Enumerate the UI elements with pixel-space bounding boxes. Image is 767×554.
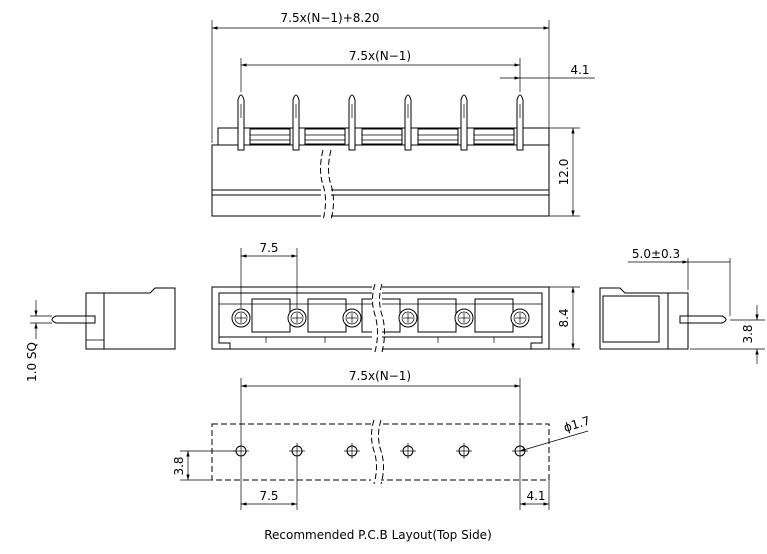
top-view: 7.5 (212, 241, 580, 352)
front-break (321, 150, 334, 220)
dim-side-width: 5.0±0.3 (632, 247, 680, 261)
dim-side-height: 3.8 (741, 324, 755, 343)
dim-top-offset: 4.1 (570, 63, 589, 77)
dim-height: 12.0 (557, 159, 571, 186)
front-pins (238, 95, 523, 150)
screw-terminals (232, 309, 529, 327)
front-view: 7.5x(N−1)+8.20 7.5x(N−1) 4.1 12.0 (212, 11, 595, 220)
dim-pin-square: 1.0 SQ (25, 342, 39, 382)
dim-pitch-span: 7.5x(N−1) (349, 49, 411, 63)
dim-depth: 8.4 (557, 308, 571, 327)
dim-pcb-row: 3.8 (172, 456, 186, 475)
pcb-layout: 7.5x(N−1) ϕ1.7 3.8 7.5 4.1 (172, 369, 592, 510)
left-side-view: 1.0 SQ (25, 288, 175, 382)
dim-pitch: 7.5 (259, 241, 278, 255)
dim-pcb-offset: 4.1 (526, 489, 545, 503)
right-side-view: 5.0±0.3 3.8 (600, 247, 765, 364)
pcb-caption: Recommended P.C.B Layout(Top Side) (264, 528, 492, 542)
front-slots (250, 129, 514, 144)
top-break (372, 284, 385, 352)
dim-pcb-pitch: 7.5 (259, 489, 278, 503)
dim-hole-diameter: ϕ1.7 (562, 414, 592, 435)
pcb-holes (233, 443, 528, 459)
dim-pcb-span: 7.5x(N−1) (349, 369, 411, 383)
dim-overall-width: 7.5x(N−1)+8.20 (281, 11, 380, 25)
